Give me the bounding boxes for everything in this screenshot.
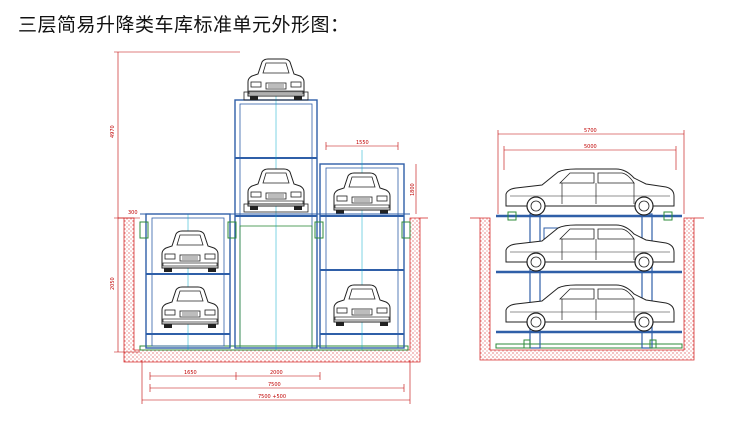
dim-car-length: 5000: [584, 144, 597, 150]
side-view: 5700 5000: [470, 128, 704, 361]
car-side-lower: [505, 284, 675, 332]
dim-bay-left: 1650: [184, 370, 197, 376]
dim-side-length: 5700: [584, 128, 597, 134]
dim-bay-right: 2000: [270, 370, 283, 376]
dim-side-height: 1800: [410, 183, 416, 196]
side-pit-wall: [479, 217, 695, 361]
front-pit-wall: [123, 217, 421, 363]
car-side-top: [505, 168, 675, 216]
car-front-right-lower: [333, 284, 391, 327]
front-view: 4970 2050 1550 1800 300 1650 2000 7500 7…: [110, 51, 428, 404]
side-dimensions: [497, 130, 685, 214]
dim-small-width: 1550: [356, 140, 369, 146]
car-front-left-upper: [161, 230, 219, 273]
dim-overall-width: 7500: [268, 382, 281, 388]
dim-top-offset: 300: [128, 210, 138, 216]
dim-total-width: 7500 +500: [258, 394, 286, 400]
car-side-middle: [505, 224, 675, 272]
car-front-top: [247, 58, 305, 101]
car-front-left-lower: [161, 286, 219, 329]
car-front-right-upper: [333, 172, 391, 215]
dim-overall-height: 4970: [110, 125, 116, 138]
diagram-caption: 三层简易升降类车库标准单元外形图：: [18, 14, 350, 36]
dim-pit-depth: 2050: [110, 277, 116, 290]
front-dimensions: [114, 51, 417, 404]
